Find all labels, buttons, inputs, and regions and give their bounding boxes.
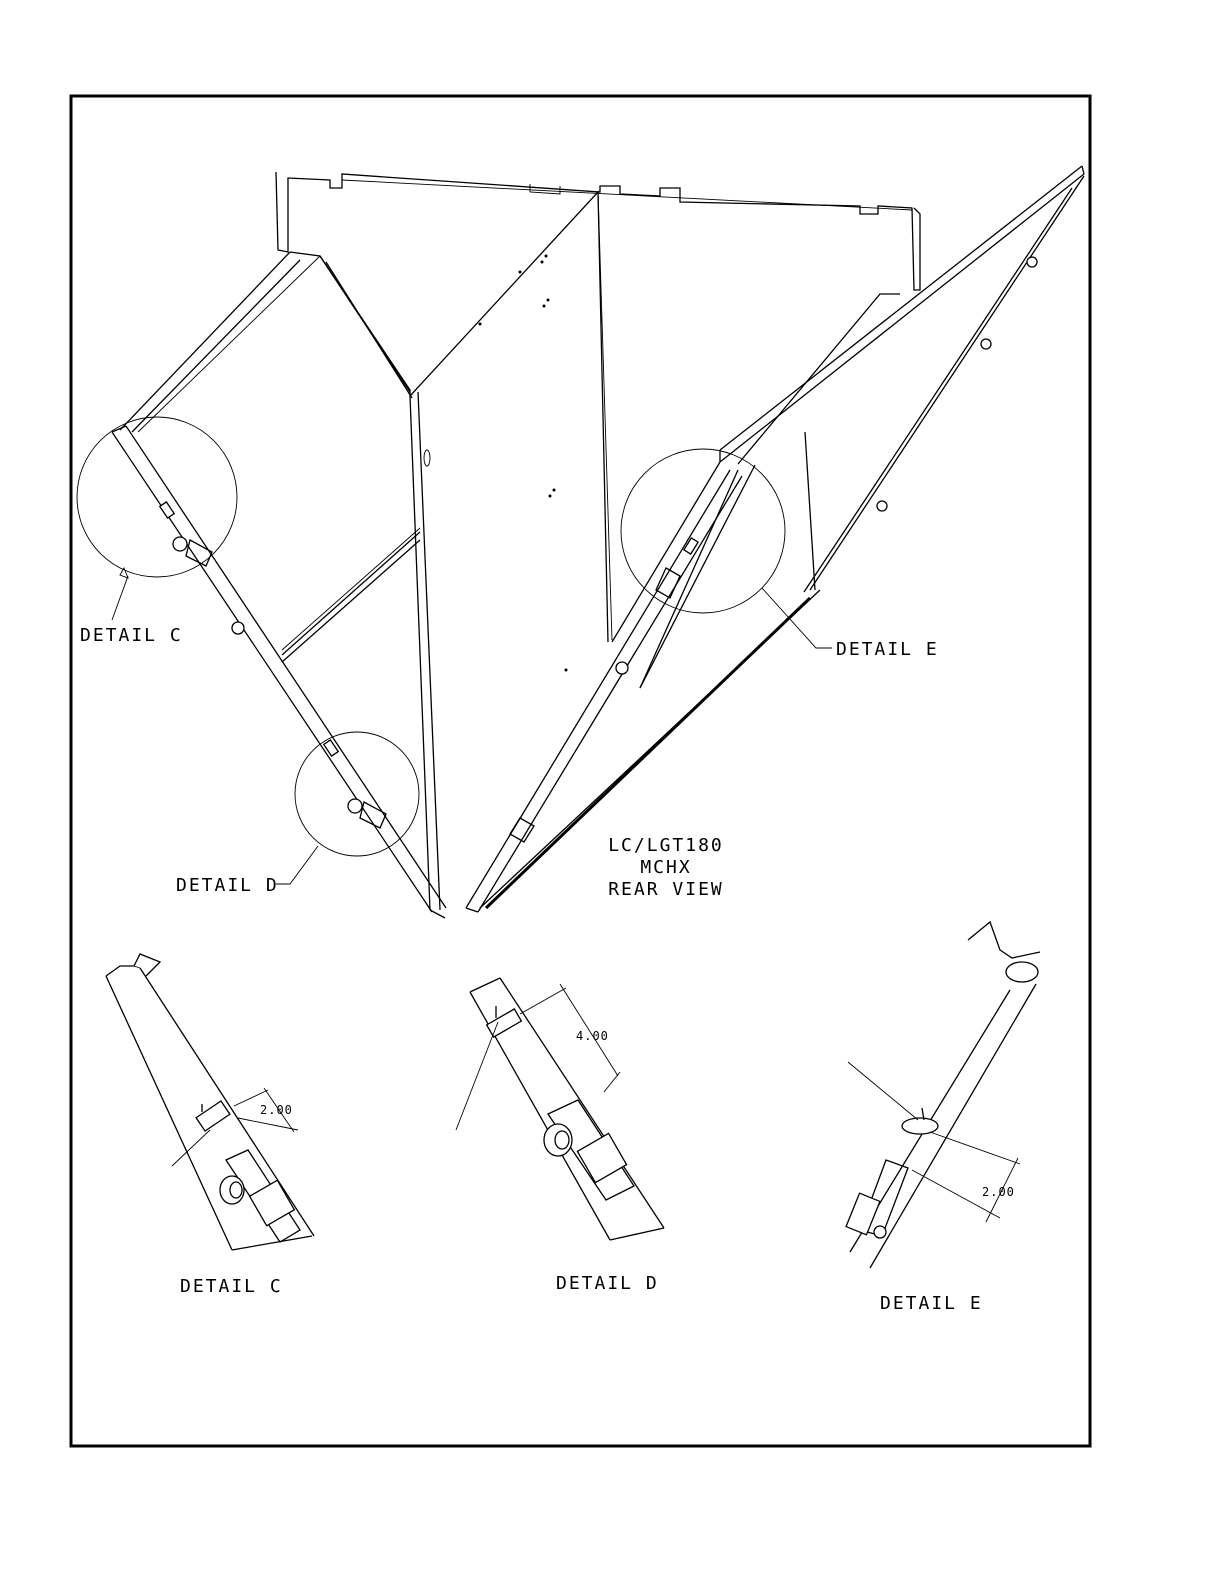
detail-c-callout: DETAIL C	[80, 625, 183, 646]
detail-e-view: 2.00	[846, 922, 1040, 1268]
detail-e-callout: DETAIL E	[836, 639, 939, 660]
model-label-line1: LC/LGT180	[608, 835, 724, 856]
sheet-border	[71, 96, 1090, 1446]
detail-c-leader	[112, 576, 128, 620]
detail-d-title: DETAIL D	[556, 1273, 659, 1294]
detail-c-dimension: 2.00	[260, 1103, 293, 1117]
detail-e-title: DETAIL E	[880, 1293, 983, 1314]
detail-d-dimension: 4.00	[576, 1029, 609, 1043]
detail-e-dimension: 2.00	[982, 1185, 1015, 1199]
detail-d-callout: DETAIL D	[176, 875, 279, 896]
detail-e-leader	[762, 588, 832, 648]
detail-d-leader	[276, 846, 318, 884]
main-assembly-view	[112, 166, 1084, 918]
detail-c-circle	[77, 417, 237, 577]
detail-c-view: 2.00	[106, 954, 314, 1250]
detail-d-view: 4.00	[456, 978, 664, 1240]
model-label-line2: MCHX	[640, 857, 691, 878]
detail-d-circle	[295, 732, 419, 856]
model-label-line3: REAR VIEW	[608, 879, 724, 900]
detail-c-title: DETAIL C	[180, 1276, 283, 1297]
detail-e-circle	[621, 449, 785, 613]
